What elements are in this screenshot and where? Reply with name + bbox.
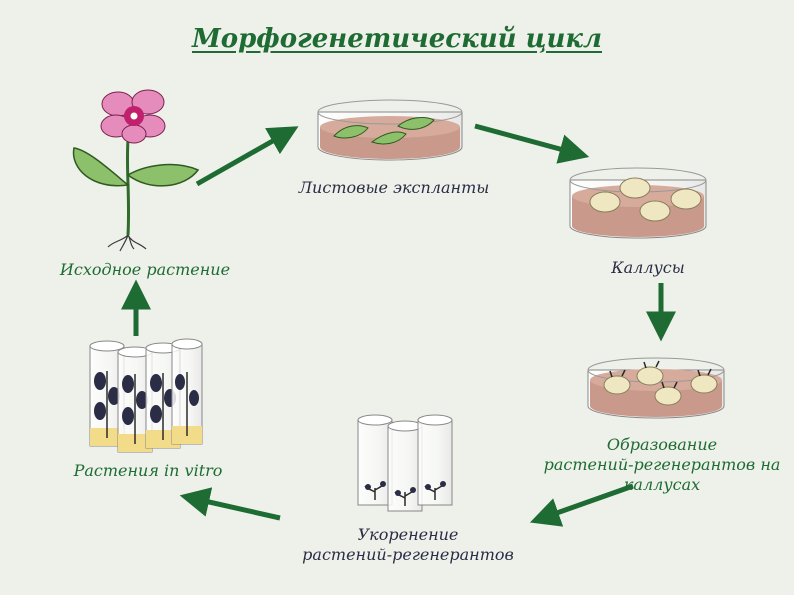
- label-rooting: Укоренение растений-регенерантов: [278, 525, 538, 565]
- label-calluses: Каллусы: [611, 258, 685, 277]
- arrow-rooting-to-invitro: [179, 487, 281, 521]
- label-rooting-line1: Укоренение: [357, 525, 459, 544]
- label-rooting-line2: растений-регенерантов: [302, 545, 514, 564]
- label-in-vitro: Растения in vitro: [73, 461, 223, 480]
- petri-dish-calluses-icon: [569, 167, 707, 239]
- page-title: Морфогенетический цикл: [192, 24, 602, 54]
- arrow-regeneration-to-rooting: [529, 483, 634, 527]
- label-regenerant-formation-line3: каллусах: [623, 475, 701, 494]
- petri-dish-sprouting-calluses-icon: [587, 357, 725, 419]
- arrow-explants-to-calluses: [474, 123, 590, 164]
- label-leaf-explants: Листовые экспланты: [298, 178, 490, 197]
- arrow-plant-to-explants: [195, 126, 299, 187]
- test-tubes-plants-icon: [89, 338, 203, 453]
- label-regenerant-formation: Образование растений-регенерантов на кал…: [530, 435, 794, 495]
- label-regenerant-formation-line2: растений-регенерантов на: [543, 455, 781, 474]
- flowering-plant-icon: [72, 89, 200, 252]
- label-regenerant-formation-line1: Образование: [606, 435, 718, 454]
- label-source-plant: Исходное растение: [59, 260, 231, 279]
- petri-dish-leaves-icon: [317, 99, 463, 161]
- test-tubes-seedlings-icon: [357, 414, 453, 512]
